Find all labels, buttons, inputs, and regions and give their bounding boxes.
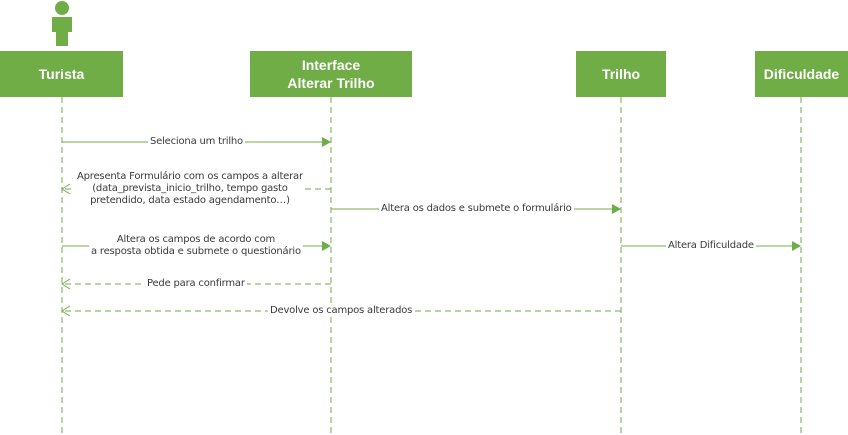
participant-trilho: Trilho bbox=[576, 51, 666, 97]
message-label-2: Apresenta Formulário com os campos a alt… bbox=[75, 171, 305, 207]
person-icon bbox=[52, 1, 72, 46]
participant-interface: Interface Alterar Trilho bbox=[250, 51, 412, 97]
message-label-1: Seleciona um trilho bbox=[148, 136, 245, 148]
message-label-5: Altera Dificuldade bbox=[666, 240, 756, 252]
message-label-7: Devolve os campos alterados bbox=[268, 305, 415, 317]
participant-turista: Turista bbox=[0, 51, 123, 97]
message-arrow-7 bbox=[61, 305, 621, 317]
message-label-3: Altera os dados e submete o formulário bbox=[379, 203, 574, 215]
message-label-4: Altera os campos de acordo com a respost… bbox=[89, 234, 303, 258]
message-label-6: Pede para confirmar bbox=[145, 278, 247, 290]
participant-dificuldade: Dificuldade bbox=[755, 51, 848, 97]
